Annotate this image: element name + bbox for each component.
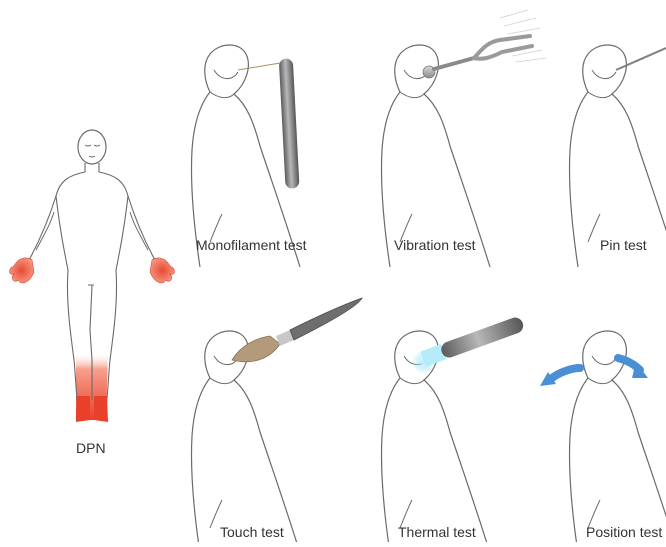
left-hand xyxy=(10,258,35,283)
pin-icon xyxy=(616,48,666,70)
label-monofilament-test: Monofilament test xyxy=(196,237,307,253)
thermal-probe-icon xyxy=(412,315,525,374)
human-body-figure xyxy=(10,130,175,422)
toe-vibration xyxy=(381,45,490,267)
toe-pin xyxy=(569,45,666,267)
label-touch-test: Touch test xyxy=(220,524,284,540)
label-position-test: Position test xyxy=(586,524,662,540)
toe-touch xyxy=(191,331,300,542)
brush-icon xyxy=(232,298,362,362)
tuning-fork-icon xyxy=(423,10,546,78)
label-vibration-test: Vibration test xyxy=(394,237,475,253)
label-pin-test: Pin test xyxy=(600,237,647,253)
label-thermal-test: Thermal test xyxy=(398,524,476,540)
body-label-dpn: DPN xyxy=(76,440,106,456)
monofilament-icon xyxy=(238,58,300,189)
toe-position xyxy=(569,331,666,542)
right-hand xyxy=(150,258,175,283)
